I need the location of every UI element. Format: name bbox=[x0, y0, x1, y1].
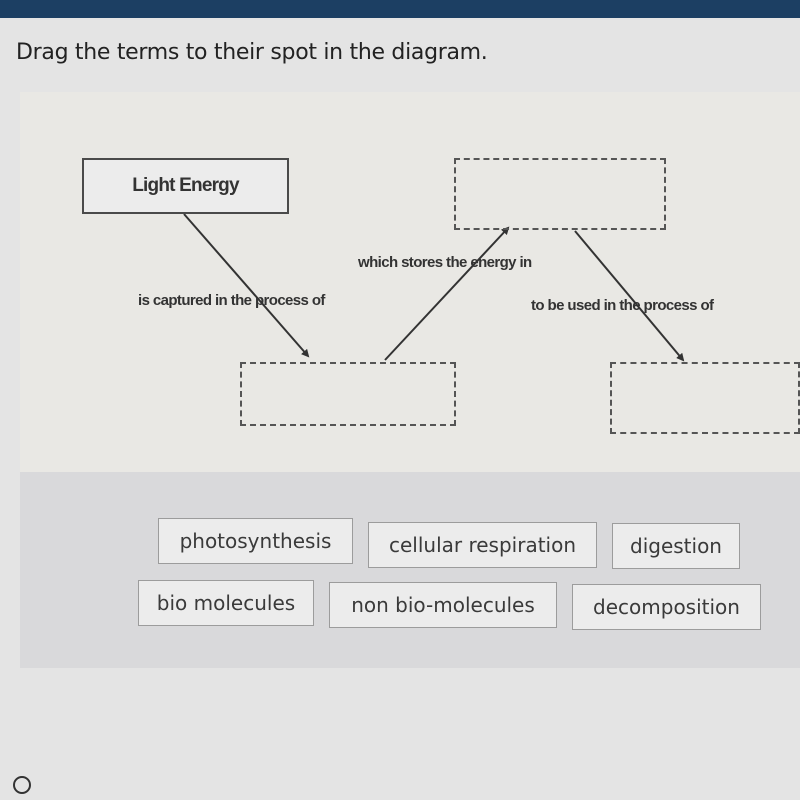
top-bar bbox=[0, 0, 800, 18]
label-captured-in-process: is captured in the process of bbox=[138, 292, 325, 309]
diagram-panel bbox=[20, 92, 800, 472]
term-bank-panel bbox=[20, 472, 800, 668]
drop-zone-use-process[interactable] bbox=[610, 362, 800, 434]
term-non-bio-molecules[interactable]: non bio-molecules bbox=[329, 582, 557, 628]
label-stores-energy-in: which stores the energy in bbox=[358, 254, 532, 271]
answer-radio-button[interactable] bbox=[13, 776, 31, 794]
connector-process-to-storage bbox=[384, 226, 510, 361]
label-used-in-process: to be used in the process of bbox=[531, 297, 714, 314]
connector-light-to-process bbox=[183, 213, 310, 358]
instructions: Drag the terms to their spot in the diag… bbox=[16, 40, 488, 65]
light-energy-label: Light Energy bbox=[132, 175, 239, 196]
connector-storage-to-use bbox=[574, 230, 685, 362]
drop-zone-energy-storage[interactable] bbox=[454, 158, 666, 230]
term-bio-molecules[interactable]: bio molecules bbox=[138, 580, 314, 626]
term-cellular-respiration[interactable]: cellular respiration bbox=[368, 522, 597, 568]
drop-zone-capture-process[interactable] bbox=[240, 362, 456, 426]
term-photosynthesis[interactable]: photosynthesis bbox=[158, 518, 353, 564]
term-digestion[interactable]: digestion bbox=[612, 523, 740, 569]
light-energy-node: Light Energy bbox=[82, 158, 289, 214]
term-decomposition[interactable]: decomposition bbox=[572, 584, 761, 630]
